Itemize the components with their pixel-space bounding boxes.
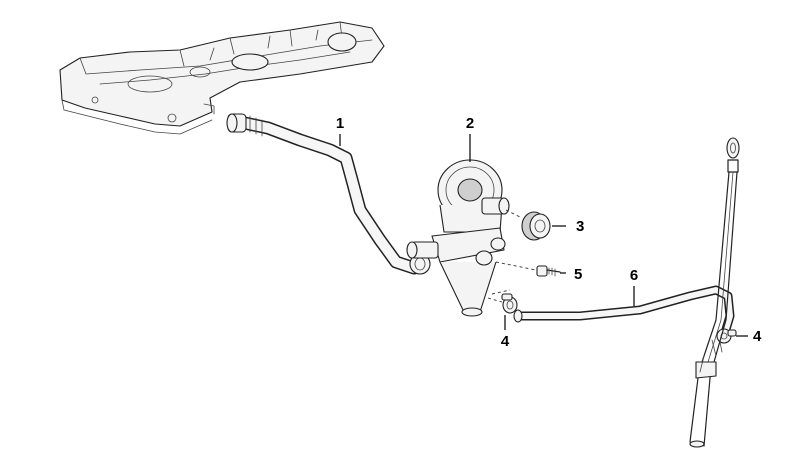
- callout-1: 1: [336, 115, 344, 132]
- pressure-control-valve: [406, 159, 510, 317]
- callout-labels: 1 2 3 4 4 5 6: [336, 115, 762, 350]
- breather-hose: [226, 113, 431, 275]
- grommet: [521, 211, 551, 241]
- callout-5: 5: [574, 266, 582, 283]
- callout-4b: 4: [753, 328, 762, 345]
- assembly-lines: [487, 209, 537, 303]
- callout-3: 3: [576, 218, 584, 235]
- valve-cover: [59, 21, 385, 135]
- leader-lines: [339, 134, 748, 337]
- dipstick-tube: [689, 137, 740, 448]
- callout-2: 2: [466, 115, 474, 132]
- screw: [536, 265, 561, 277]
- callout-4a: 4: [501, 333, 510, 350]
- callout-6: 6: [630, 267, 638, 284]
- vent-hose: [513, 285, 735, 341]
- hose-clamp-left: [501, 293, 518, 314]
